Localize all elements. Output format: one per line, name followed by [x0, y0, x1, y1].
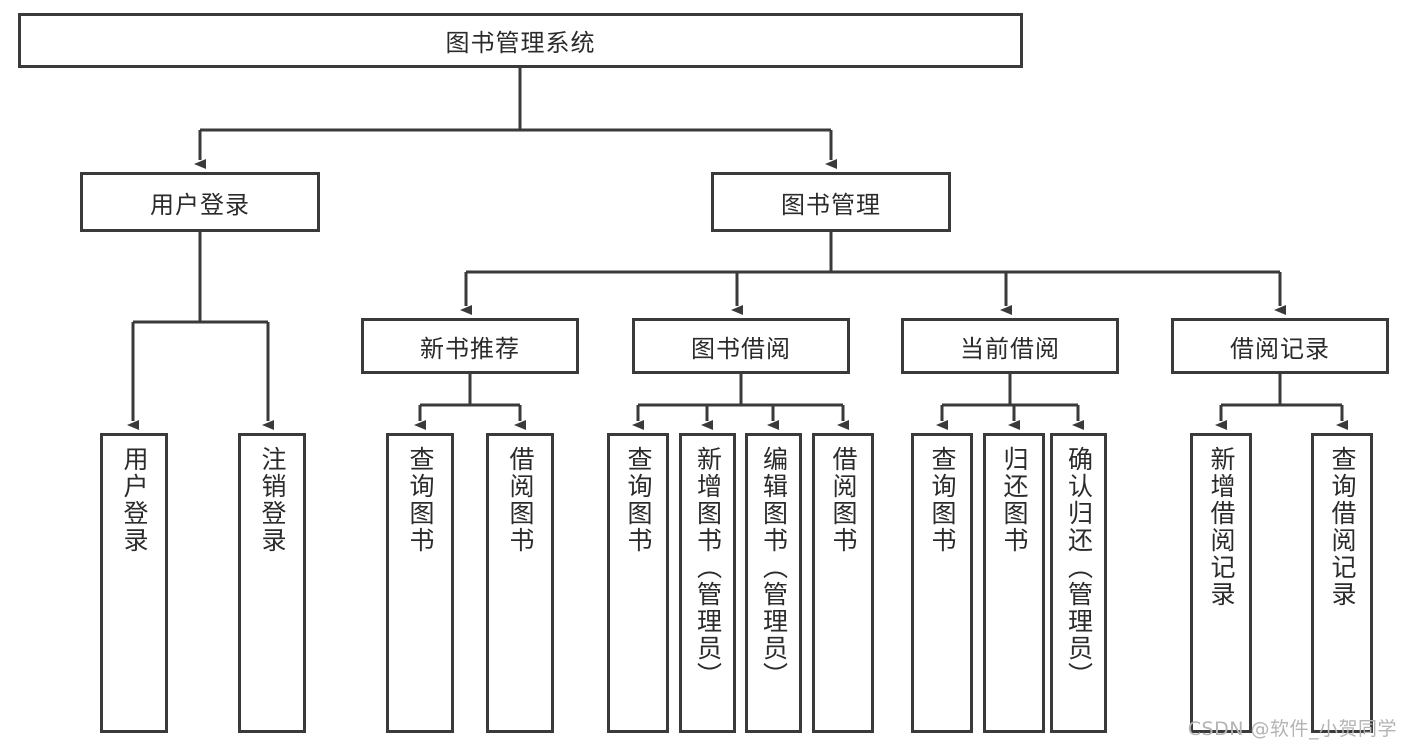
leaf-node[interactable]: 查询借阅记录 [1311, 433, 1373, 733]
node-label: 借阅图书 [506, 446, 535, 554]
node-label: 用户登录 [120, 446, 149, 554]
node-book-borrowing[interactable]: 图书借阅 [632, 318, 850, 374]
leaf-node[interactable]: 归还图书 [983, 433, 1045, 733]
node-book-management[interactable]: 图书管理 [711, 172, 951, 232]
node-label: 当前借阅 [960, 334, 1060, 363]
node-label: 图书借阅 [691, 334, 791, 363]
node-label: 确认归还（管理员） [1064, 446, 1094, 689]
node-label: 用户登录 [150, 190, 250, 219]
node-root-book-management-system[interactable]: 图书管理系统 [18, 13, 1023, 68]
leaf-node[interactable]: 注销登录 [238, 433, 306, 733]
leaf-node[interactable]: 确认归还（管理员） [1050, 433, 1107, 733]
leaf-node[interactable]: 新增图书（管理员） [679, 433, 736, 733]
leaf-node[interactable]: 借阅图书 [486, 433, 554, 733]
node-label: 注销登录 [258, 446, 287, 554]
node-label: 查询借阅记录 [1328, 446, 1357, 608]
node-label: 查询图书 [406, 446, 435, 554]
watermark-text: CSDN @软件_小贺同学 [1187, 718, 1397, 740]
leaf-node[interactable]: 新增借阅记录 [1190, 433, 1252, 733]
node-label: 归还图书 [1000, 446, 1029, 554]
leaf-node[interactable]: 借阅图书 [812, 433, 874, 733]
leaf-node[interactable]: 查询图书 [386, 433, 454, 733]
node-label: 查询图书 [624, 446, 653, 554]
leaf-node[interactable]: 查询图书 [607, 433, 669, 733]
node-borrowing-record[interactable]: 借阅记录 [1171, 318, 1389, 374]
node-label: 新增图书（管理员） [693, 446, 723, 689]
node-user-login[interactable]: 用户登录 [80, 172, 320, 232]
node-label: 编辑图书（管理员） [759, 446, 789, 689]
node-label: 新书推荐 [420, 334, 520, 363]
leaf-node[interactable]: 编辑图书（管理员） [745, 433, 802, 733]
node-label: 图书管理 [781, 190, 881, 219]
node-label: 查询图书 [928, 446, 957, 554]
node-label: 借阅图书 [829, 446, 858, 554]
node-current-borrowing[interactable]: 当前借阅 [901, 318, 1119, 374]
leaf-node[interactable]: 查询图书 [911, 433, 973, 733]
leaf-node[interactable]: 用户登录 [100, 433, 168, 733]
node-label: 借阅记录 [1230, 334, 1330, 363]
node-label: 图书管理系统 [445, 29, 596, 57]
node-new-book-recommendation[interactable]: 新书推荐 [361, 318, 579, 374]
node-label: 新增借阅记录 [1207, 446, 1236, 608]
